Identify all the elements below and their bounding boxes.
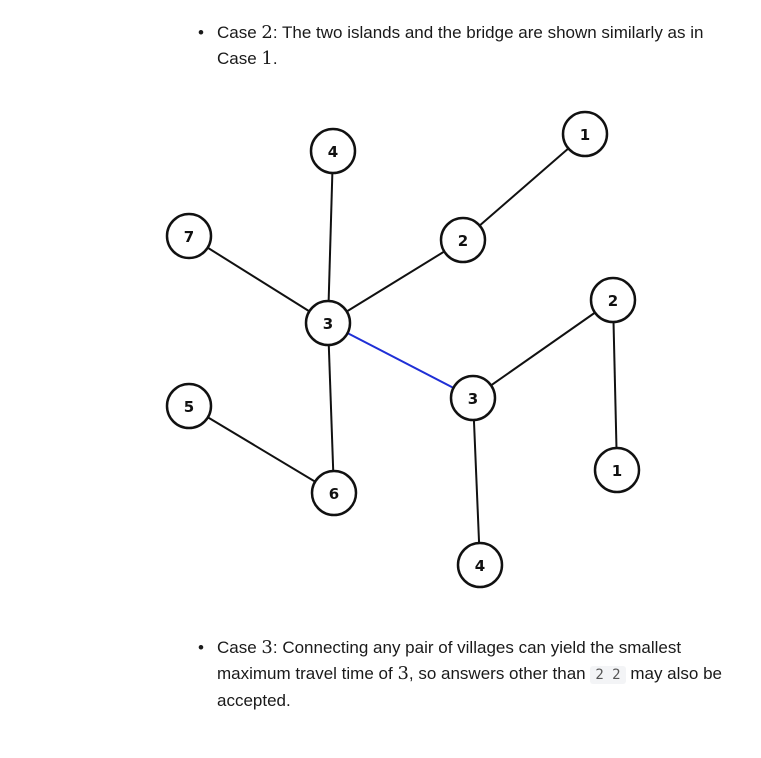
bridge-edge: [327, 322, 474, 399]
graph-node: 1: [593, 446, 641, 494]
bullet-dot: •: [198, 23, 204, 42]
node-circle: [456, 541, 504, 589]
node-label: 6: [329, 485, 339, 503]
graph-edge: [472, 397, 481, 566]
graph-edge: [327, 322, 335, 494]
node-label: 5: [184, 398, 194, 416]
case-3-number: 3: [261, 637, 273, 658]
node-label: 3: [323, 315, 333, 333]
graph-node: 2: [439, 216, 487, 264]
node-label: 1: [580, 126, 590, 144]
case-2-ref-prefix: Case: [217, 49, 262, 68]
graph-node: 5: [165, 382, 213, 430]
node-circle: [439, 216, 487, 264]
case-3-suffix: may also be accepted.: [217, 664, 723, 710]
graph-node: 3: [449, 374, 497, 422]
case-2-bullet: • Case 2: The two islands and the bridge…: [198, 20, 738, 72]
graph-edge: [612, 299, 618, 471]
node-circle: [309, 127, 357, 175]
node-circle: [561, 110, 609, 158]
node-circle: [593, 446, 641, 494]
graph-nodes: 4 1 7 2 3 2 5 3 1 6 4: [165, 110, 641, 589]
case-3-description-2: , so answers other than: [408, 664, 591, 683]
graph-node: 6: [310, 469, 358, 517]
graph-edge: [188, 235, 329, 324]
graph-edge: [462, 133, 586, 241]
node-circle: [449, 374, 497, 422]
node-circle: [165, 382, 213, 430]
case-2-number: 2: [261, 22, 273, 43]
graph-edge: [188, 405, 335, 494]
case-3-travel-time: 3: [397, 663, 409, 684]
node-circle: [310, 469, 358, 517]
graph-node: 7: [165, 212, 213, 260]
graph-node: 2: [589, 276, 637, 324]
case-3-prefix: Case: [217, 638, 262, 657]
node-label: 7: [184, 228, 194, 246]
case-3-code-answer: 2 2: [590, 666, 626, 684]
node-label: 4: [328, 143, 338, 161]
node-label: 2: [608, 292, 618, 310]
case-2-ref-number: 1: [261, 48, 273, 69]
case-3-description: : Connecting any pair of villages can yi…: [217, 638, 682, 683]
bullet-dot: •: [198, 638, 204, 657]
node-label: 4: [475, 557, 485, 575]
graph-edge: [327, 239, 464, 324]
case-2-prefix: Case: [217, 23, 262, 42]
case-3-bullet: • Case 3: Connecting any pair of village…: [198, 635, 738, 714]
graph-edges: [188, 133, 618, 566]
case-3-text: Case 3: Connecting any pair of villages …: [217, 635, 738, 714]
case-2-ref-suffix: .: [272, 49, 278, 68]
graph-edge: [327, 150, 334, 324]
graph-node: 3: [304, 299, 352, 347]
node-circle: [165, 212, 213, 260]
graph-edge: [472, 299, 614, 399]
graph-node: 1: [561, 110, 609, 158]
case-2-text: Case 2: The two islands and the bridge a…: [217, 20, 738, 72]
node-label: 2: [458, 232, 468, 250]
node-label: 1: [612, 462, 622, 480]
case-2-description: : The two islands and the bridge are sho…: [272, 23, 704, 42]
node-circle: [589, 276, 637, 324]
node-circle: [304, 299, 352, 347]
node-label: 3: [468, 390, 478, 408]
graph-node: 4: [456, 541, 504, 589]
graph-node: 4: [309, 127, 357, 175]
